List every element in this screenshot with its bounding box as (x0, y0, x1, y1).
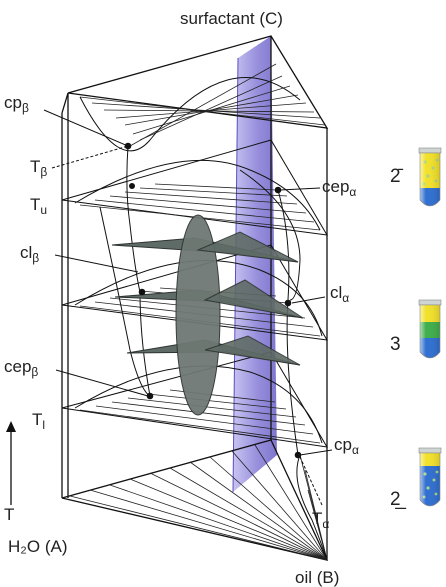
t-beta-label: Tβ (30, 157, 47, 179)
tie-lines-bottom (69, 444, 328, 561)
oil-label: oil (B) (295, 568, 339, 587)
cl-alpha-label: clα (330, 283, 349, 305)
surfactant-label: surfactant (C) (180, 9, 283, 28)
phase-label-top: 2̄ (390, 166, 404, 187)
tie-lines-top (79, 63, 326, 147)
tie-lines-upper (79, 183, 321, 231)
leader-lines (43, 109, 333, 506)
phase-label-bottom: 2̲ (390, 489, 407, 510)
cep-beta-label: cepβ (4, 357, 38, 379)
three-phase-triangles-front (196, 231, 304, 366)
cp-alpha-label: cpα (334, 435, 359, 457)
binodal-top (79, 77, 301, 152)
cp-beta-label: cpβ (4, 93, 29, 115)
temperature-axis-arrow (6, 421, 16, 505)
t-alpha-label: Tα (312, 509, 329, 531)
test-tube-bottom-icon (418, 447, 442, 507)
temperature-axis-label: T (4, 505, 14, 524)
t-l-label: Tl (32, 410, 45, 432)
test-tube-middle-icon (418, 299, 442, 359)
cl-beta-label: clβ (20, 243, 39, 265)
cep-alpha-label: cepα (322, 177, 356, 199)
t-u-label: Tu (30, 195, 47, 217)
critical-ellipse (175, 214, 221, 416)
phase-label-middle: 3 (390, 334, 401, 355)
test-tube-top-icon (418, 147, 442, 207)
water-label: H₂O (A) (8, 537, 67, 556)
